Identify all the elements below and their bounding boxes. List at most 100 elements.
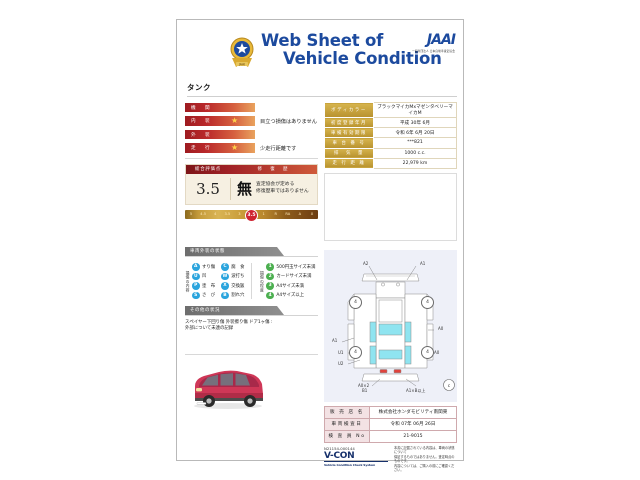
table-row: ボディカラー ブラックマイカMxマゼンタベリーマイカM xyxy=(324,102,457,118)
legend-item: U 凹 xyxy=(192,272,215,281)
dealer-key: 車両検査日 xyxy=(324,417,370,431)
info-value: ブラックマイカMxマゼンタベリーマイカM xyxy=(373,102,457,118)
sheet-title: Web Sheet of Vehicle Condition xyxy=(261,32,442,68)
diagram-label: A0 xyxy=(434,349,440,355)
vcon-brand: V-CON xyxy=(324,450,355,461)
scale-tick: 3 xyxy=(238,212,241,216)
scale-marker: 3.5 xyxy=(245,208,258,222)
legend-text: 500円玉サイズ未満 xyxy=(276,264,316,270)
dealer-info-table: 販 売 店 名 株式会社ホンダモビリティ南関東 車両検査日 令和 07年 06月… xyxy=(324,405,457,443)
jaai-logo-subtitle: 一般財団法人 日本自動車査定協会 xyxy=(412,50,455,53)
rating-note: 少走行距離です xyxy=(260,145,297,152)
damage-legend: 損傷の内容 A すり傷 C 腐 食 xyxy=(185,262,318,300)
diagram-label: A1×B以上 xyxy=(406,387,426,393)
rating-star-icon: ★ xyxy=(231,115,239,125)
vehicle-damage-diagram: c 4 4 4 4 A2 A1 A0 A1 U1 U2 xyxy=(324,249,457,402)
table-row: 初度登録年月 平成 30年 6月 xyxy=(324,116,457,129)
sheet-footer: N21154-000144 V-CON Vehicle Condition Ch… xyxy=(324,446,457,472)
legend-code-icon: C xyxy=(221,263,229,271)
diagram-label: A0×2 xyxy=(358,382,370,388)
rating-label: 走 行 xyxy=(191,146,212,151)
scale-tick: X xyxy=(310,212,314,216)
repair-history-line-1: 査定協会が定める xyxy=(256,182,295,187)
score-body: 3.5 無 査定協会が定める 修復歴車ではありません xyxy=(186,174,317,204)
emblem-label: JAAI xyxy=(238,63,245,67)
diagram-label: B1 xyxy=(362,387,368,393)
info-value: 1000 c.c. xyxy=(373,147,457,159)
vcon-block: N21154-000144 V-CON Vehicle Condition Ch… xyxy=(324,446,388,467)
dealer-value: 令和 07年 06月 26日 xyxy=(369,417,457,431)
rating-star-icon: ★ xyxy=(231,142,239,152)
legend-code-icon: X xyxy=(221,282,229,290)
table-row: 検 査 員 No 21-9015 xyxy=(324,429,457,443)
rating-bar: 走 行 ★ xyxy=(185,143,255,153)
rating-row: 機 関 xyxy=(185,102,318,113)
legend-text: 割れ穴 xyxy=(231,293,245,299)
lower-columns: 車両外装の状態 損傷の内容 A すり傷 xyxy=(185,246,457,472)
section-divider xyxy=(185,315,318,317)
dealer-key: 検 査 員 No xyxy=(324,429,370,443)
diagram-label: A2 xyxy=(363,260,369,266)
diagram-label: A1 xyxy=(332,337,338,343)
legend-item: A すり傷 xyxy=(192,263,215,271)
rating-note: 目立つ損傷はありません xyxy=(260,118,317,125)
scale-tick: 3.5 xyxy=(224,212,231,216)
table-row: 車検有効期限 令和 6年 6月 20日 xyxy=(324,127,457,139)
legend-item: S さ び xyxy=(192,291,215,300)
section-header-damage: 車両外装の状態 xyxy=(185,246,284,256)
scale-tick: 1 xyxy=(262,212,265,216)
info-key: 車 台 番 号 xyxy=(324,137,374,149)
damage-group-label: 損傷の内容 xyxy=(186,270,191,293)
title-line-1: Web Sheet of xyxy=(261,31,384,50)
legend-text: カードサイズ未満 xyxy=(276,274,312,280)
dealer-key: 販 売 店 名 xyxy=(324,405,370,419)
document-id: N21154-000144 xyxy=(324,445,355,451)
legend-item: B 割れ穴 xyxy=(221,291,245,300)
rating-list: 機 関 内 装 ★ 目立つ損傷はありません xyxy=(185,102,318,154)
main-columns: 機 関 内 装 ★ 目立つ損傷はありません xyxy=(185,102,457,241)
info-value: 22,979 km xyxy=(373,157,457,169)
rating-bar: 外 装 xyxy=(185,129,255,140)
score-header-right: 修 復 歴 xyxy=(230,164,317,174)
info-key: 排 気 量 xyxy=(324,147,374,159)
dealer-value: 株式会社ホンダモビリティ南関東 xyxy=(369,405,457,419)
vcon-brand-subtitle: Vehicle Condition Check System xyxy=(324,462,376,467)
left-column: 機 関 内 装 ★ 目立つ損傷はありません xyxy=(185,102,318,241)
legend-text: 腐 食 xyxy=(231,264,245,270)
jaai-emblem-icon: JAAI xyxy=(227,36,257,70)
other-notes: スぺイヤー下回り傷 外装擦り傷 ドア1ヶ傷 : 外部について未連の記録 xyxy=(185,320,318,332)
info-key: 走 行 距 離 xyxy=(324,157,374,169)
rating-bar: 内 装 ★ xyxy=(185,116,255,126)
table-row: 車両検査日 令和 07年 06月 26日 xyxy=(324,417,457,431)
scale-tick: 4.5 xyxy=(200,212,206,216)
overall-score-value: 3.5 xyxy=(196,179,220,198)
legend-code-icon: P xyxy=(192,282,200,290)
ratings-divider xyxy=(185,157,318,159)
scale-tick: R xyxy=(274,212,277,216)
info-key: ボディカラー xyxy=(324,102,374,118)
dealer-value: 21-9015 xyxy=(369,429,457,443)
remarks-blank-box xyxy=(324,172,457,241)
jaai-logo: JAAI 一般財団法人 日本自動車査定協会 xyxy=(412,32,456,53)
rating-row: 内 装 ★ 目立つ損傷はありません xyxy=(185,116,318,127)
repair-history-text: 査定協会が定める 修復歴車ではありません xyxy=(256,182,309,195)
size-code-grid: 1 500円玉サイズ未満 2 カードサイズ未満 3 A4サイズ未満 xyxy=(266,263,315,300)
legend-text: 塗 布 xyxy=(202,283,216,289)
notes-divider xyxy=(185,354,318,356)
section-title-other: その他の状況 xyxy=(190,308,220,314)
legend-item: C 腐 食 xyxy=(221,263,244,271)
info-value: ***821 xyxy=(373,137,457,149)
legend-text: 波打ち xyxy=(231,274,245,280)
table-row: 走 行 距 離 22,979 km xyxy=(324,157,457,169)
footer-disclaimer-line-2: 保証するものではありません。査定時点のものです。 xyxy=(394,454,455,464)
diagram-svg: c xyxy=(324,249,457,402)
legend-code-icon: U xyxy=(192,272,200,281)
right-column: ボディカラー ブラックマイカMxマゼンタベリーマイカM 初度登録年月 平成 30… xyxy=(324,102,457,241)
rating-label: 内 装 xyxy=(191,119,212,124)
diagram-label: A0 xyxy=(438,325,444,331)
footer-disclaimer-line-3: 内容については、ご購入の前にご確認ください。 xyxy=(394,463,455,472)
score-header: 総合評価点 修 復 歴 xyxy=(186,164,317,174)
info-key: 車検有効期限 xyxy=(324,127,374,139)
vehicle-info-table: ボディカラー ブラックマイカMxマゼンタベリーマイカM 初度登録年月 平成 30… xyxy=(324,102,457,169)
size-group-label: 損傷の程度 xyxy=(260,270,266,293)
